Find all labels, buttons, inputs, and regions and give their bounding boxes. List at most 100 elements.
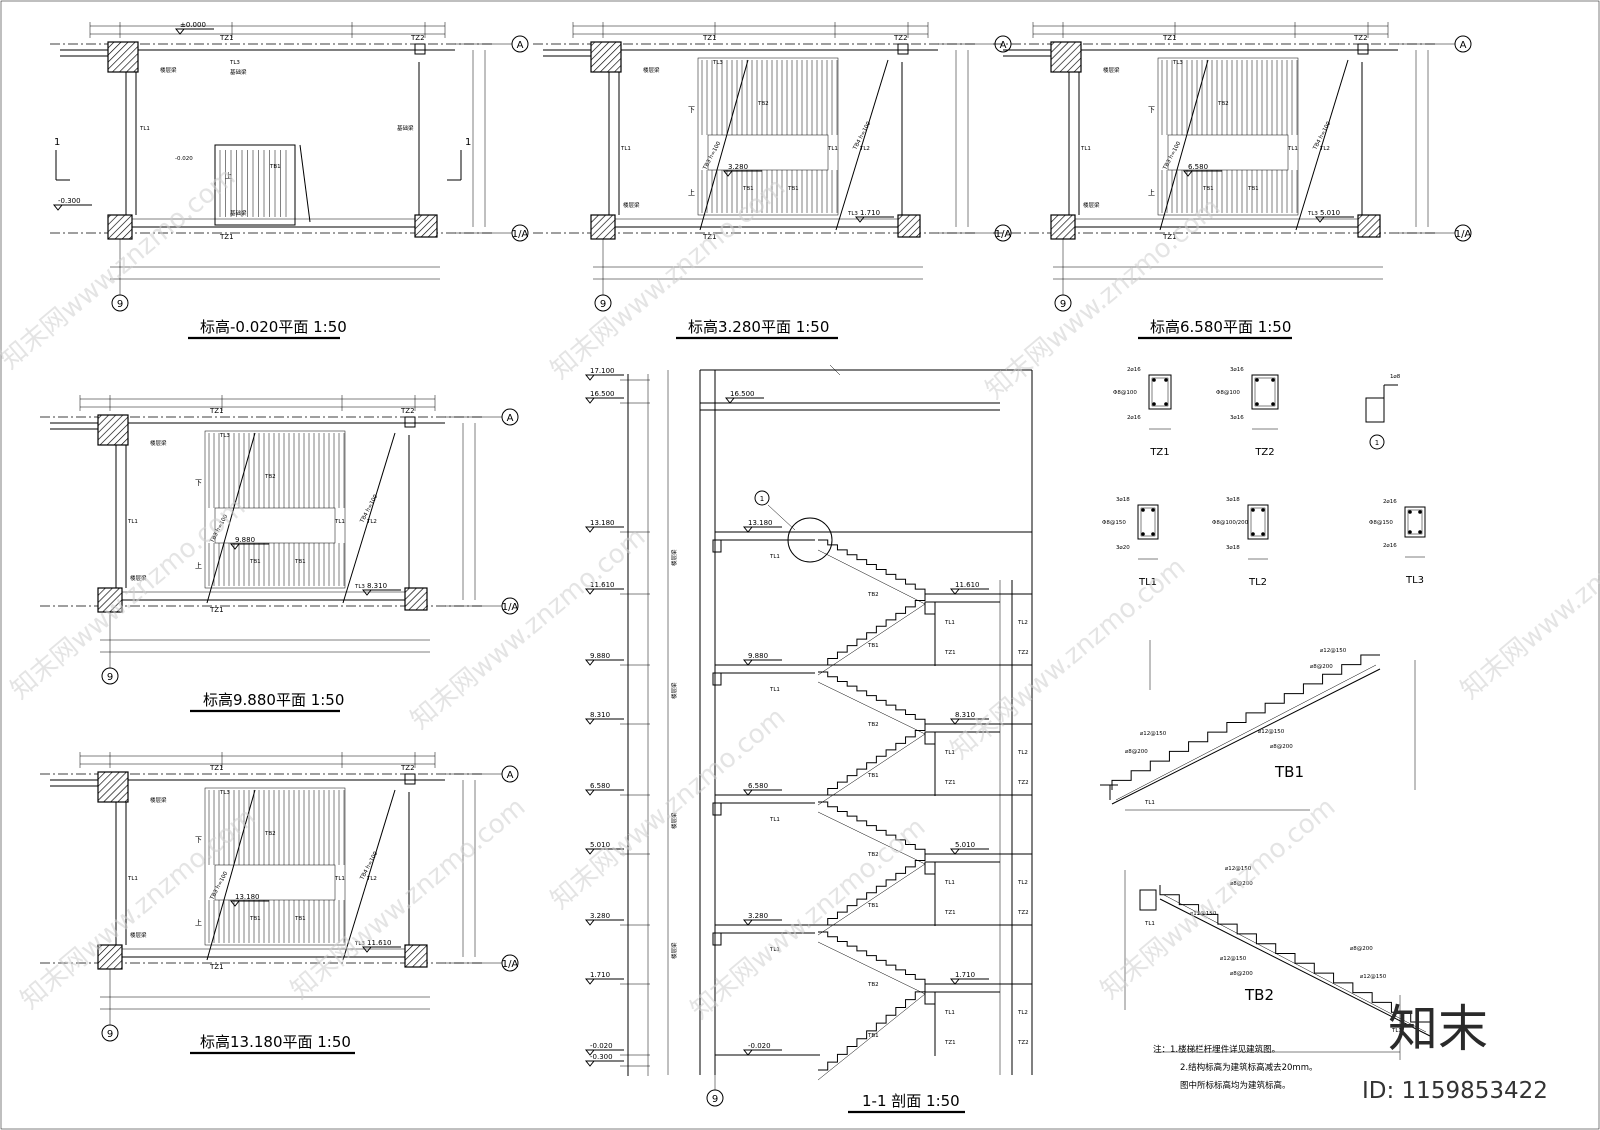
elevation-value: 13.180 (748, 519, 773, 527)
label-tb1: TB1 (294, 916, 306, 922)
label-slab: 楼层梁 (643, 66, 660, 74)
column-tz2 (404, 773, 416, 785)
break-mark (829, 364, 841, 376)
detail-bottom-bar: 2⌀16 (1127, 415, 1141, 421)
elevation-triangle (949, 718, 961, 725)
elevation-triangle (174, 28, 186, 35)
column-tz2 (1357, 214, 1381, 238)
level-9.880: 9.880 (584, 652, 624, 666)
rebar-label: ⌀8@200 (1230, 881, 1253, 887)
level-16.500: 16.500 (584, 390, 624, 404)
elevation-triangle (742, 1049, 754, 1056)
watermark-text: 知末网www.znzmo.com (545, 172, 791, 385)
rebar (1164, 378, 1168, 382)
tl1-beam (712, 539, 722, 553)
label-slab: 楼层梁 (1083, 201, 1100, 209)
landing (214, 864, 336, 901)
label-tl2: TL2 (1017, 880, 1028, 886)
label-slab: 楼层梁 (623, 201, 640, 209)
level-13.180: 13.180 (584, 519, 624, 533)
detail-stirrup: Φ8@150 (1102, 520, 1126, 526)
section-outline (1247, 504, 1269, 540)
slab-diagonal (835, 59, 889, 231)
axis-a-label: A (1460, 40, 1467, 51)
watermark-text: 知末网www.znzmo.com (15, 802, 261, 1015)
elevation-triangle (584, 659, 596, 666)
label-tl3: TL3 (1307, 211, 1318, 217)
label-tb1: TB1 (867, 1033, 879, 1039)
watermark-text: 知末网www.znzmo.com (285, 792, 531, 1005)
label-tl3: TL3 (1172, 60, 1183, 66)
watermark-text: 知末网www.znzmo.com (0, 162, 241, 375)
label-tl2: TL2 (1017, 620, 1028, 626)
elevation-triangle (742, 919, 754, 926)
label-tl1: TL1 (944, 620, 955, 626)
column-tz1 (97, 587, 123, 613)
axis-9-label: 9 (107, 1029, 113, 1040)
rebar (1418, 530, 1422, 534)
label-tz1: TZ1 (944, 650, 956, 656)
column-tz2 (414, 214, 438, 238)
label-up: 上 (688, 188, 695, 197)
elevation-value: 9.880 (590, 652, 610, 660)
detail-tb1: TB1⌀12@150⌀8@200⌀12@150⌀8@200⌀12@150⌀8@2… (1111, 648, 1381, 805)
elevation-triangle (52, 204, 64, 211)
elevation-value: 3.280 (590, 912, 610, 920)
column-tz1 (590, 41, 622, 73)
stirrup (1407, 509, 1423, 535)
elevation-value: 8.310 (367, 582, 387, 590)
tl1-beam (924, 861, 936, 875)
elevation-triangle (229, 543, 241, 550)
label-tl3: TL3 (354, 941, 365, 947)
label-slab: 楼层梁 (670, 942, 678, 959)
column-tz1 (97, 771, 129, 803)
label-tb2: TB2 (867, 982, 879, 988)
elevation-triangle (584, 397, 596, 404)
flight-tb1 (818, 984, 926, 1071)
floor-elev: 9.880 (742, 652, 782, 666)
watermark-text: 知末网www.znzmo.com (1095, 792, 1341, 1005)
landing-elev: 11.610 (949, 581, 989, 595)
rebar-label: ⌀8@200 (1310, 664, 1333, 670)
label-tb3: TB3 h=100 (209, 870, 230, 901)
label-tz1: TZ1 (944, 780, 956, 786)
elevation-value: 5.010 (590, 841, 610, 849)
floor-elev: 13.180 (742, 519, 782, 533)
flight-tb2-soffit (817, 811, 926, 865)
label-tz2: TZ2 (410, 34, 425, 42)
elevation-value: 3.280 (728, 163, 748, 171)
level-1.710: 1.710 (584, 971, 624, 985)
label-tl1: TL1 (1144, 800, 1155, 806)
axis-1a-label: 1/A (502, 959, 519, 970)
step-profile (1159, 885, 1430, 1023)
label-tz2: TZ2 (1017, 1040, 1029, 1046)
label-tz2: TZ2 (1353, 34, 1368, 42)
flight-tb1-soffit (817, 993, 926, 1081)
section-outline (1251, 374, 1279, 410)
label-tb1: TB1 (249, 916, 261, 922)
column-tz2 (897, 43, 909, 55)
stirrup (1250, 507, 1266, 537)
watermark-text: 知末网www.znzmo.com (405, 522, 651, 735)
rebar (1141, 532, 1145, 536)
label-slab: 楼层梁 (670, 682, 678, 699)
label-tz1: TZ1 (219, 233, 234, 241)
elevation-triangle (949, 978, 961, 985)
label-tl3: TL3 (219, 433, 230, 439)
section-mark-label: 1 (54, 137, 60, 148)
rebar (1418, 510, 1422, 514)
axis-9 (101, 1024, 119, 1042)
watermark-text: 知末网www.znzmo.com (980, 192, 1226, 405)
elevation-value: 13.180 (590, 519, 615, 527)
detail-bottom-bar: 3⌀16 (1230, 415, 1244, 421)
rebar (1271, 402, 1275, 406)
label-tz1: TZ1 (702, 34, 717, 42)
detail-top-bar: 2⌀16 (1383, 499, 1397, 505)
floor-elev: 6.580 (742, 782, 782, 796)
rebar (1151, 532, 1155, 536)
label-beam: 基础梁 (230, 209, 247, 217)
